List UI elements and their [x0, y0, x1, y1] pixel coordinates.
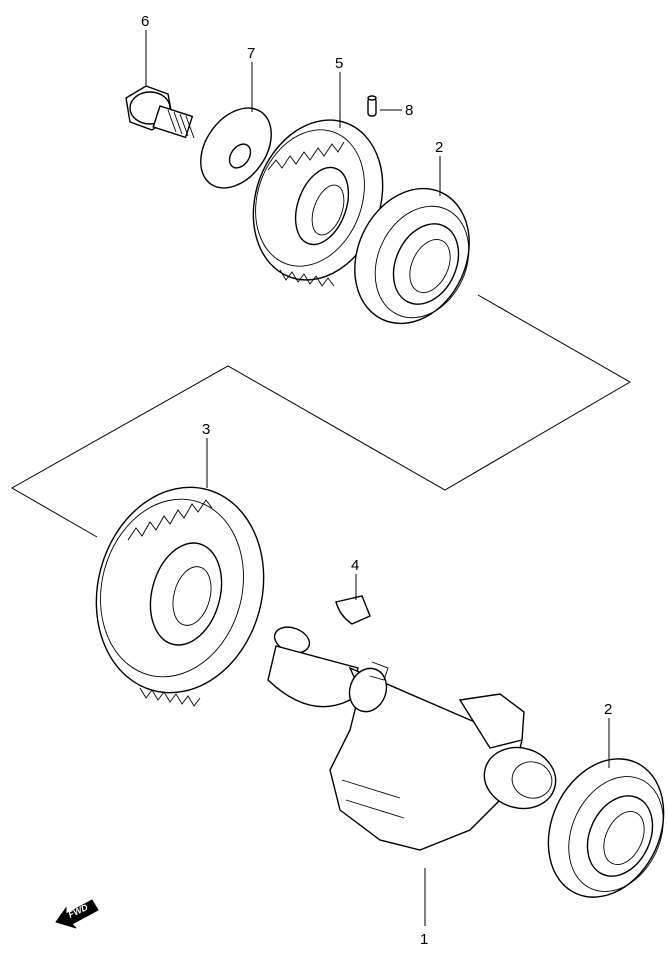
- part-pin: [367, 95, 377, 117]
- callout-4: 4: [351, 557, 359, 574]
- callout-2-upper: 2: [435, 139, 443, 156]
- fwd-arrow-icon: FWD: [55, 899, 99, 929]
- callout-7: 7: [247, 45, 255, 62]
- callout-2-lower: 2: [604, 701, 612, 718]
- callout-labels: 6 7 5 8 2 3 4 2 1: [141, 13, 612, 948]
- part-gear-lower: [95, 486, 265, 707]
- assembly-guide-lines: [10, 294, 631, 538]
- part-bolt: [125, 85, 195, 139]
- leader-lines: [145, 30, 610, 926]
- part-shaft: [267, 626, 557, 851]
- part-key: [335, 595, 371, 625]
- part-bearing-lower: [547, 758, 665, 898]
- part-gear-upper: [252, 119, 384, 287]
- callout-3: 3: [202, 421, 210, 438]
- callout-5: 5: [335, 55, 343, 72]
- part-bearing-upper: [354, 187, 470, 325]
- part-washer: [200, 107, 272, 189]
- callout-8: 8: [405, 102, 413, 119]
- callout-6: 6: [141, 13, 149, 30]
- callout-1: 1: [420, 931, 428, 948]
